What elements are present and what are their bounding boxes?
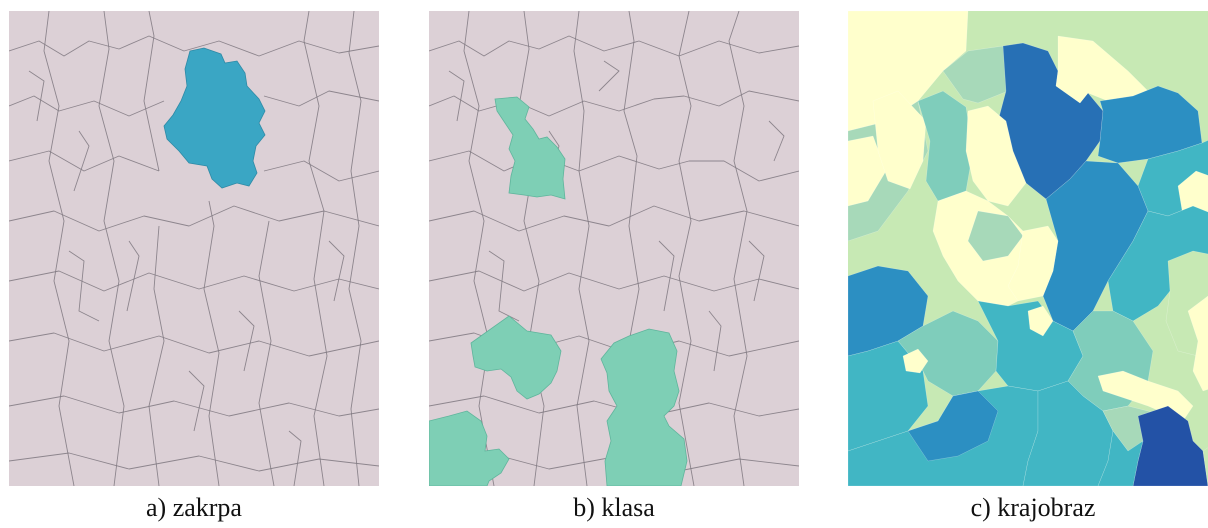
class-patch	[470, 315, 562, 400]
map-panel-patch	[9, 11, 379, 486]
patch-map	[9, 11, 379, 486]
class-patch	[429, 410, 510, 486]
class-patch	[600, 328, 688, 486]
landscape-regions	[848, 11, 1208, 486]
map-panel-class	[429, 11, 799, 486]
landscape-map	[848, 11, 1208, 486]
caption-class: b) klasa	[573, 493, 655, 522]
caption-patch: a) zakrpa	[146, 493, 242, 522]
class-map	[429, 11, 799, 486]
class-patches	[429, 96, 688, 486]
caption-landscape: c) krajobraz	[970, 493, 1096, 522]
class-patch	[494, 96, 566, 200]
region-boundaries	[9, 11, 379, 486]
highlighted-patch	[163, 47, 266, 189]
map-panel-landscape	[848, 11, 1208, 486]
